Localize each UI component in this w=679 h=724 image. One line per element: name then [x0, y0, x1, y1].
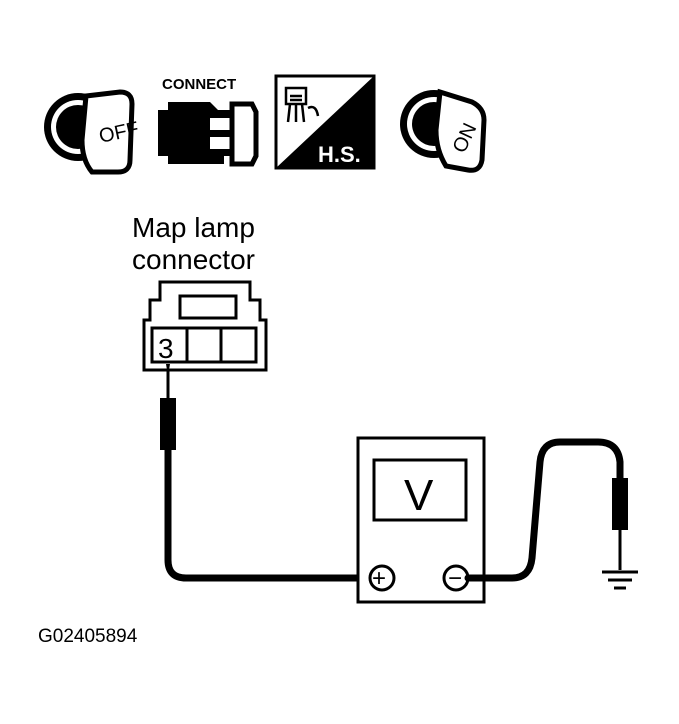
connect-label: CONNECT	[162, 76, 236, 93]
map-lamp-connector: 3	[142, 280, 268, 372]
voltmeter: V + −	[356, 436, 486, 604]
ground-symbol	[602, 570, 638, 590]
positive-probe-lead	[160, 364, 366, 582]
connector-label-line2: connector	[132, 244, 255, 275]
hs-label: H.S.	[318, 142, 361, 167]
meter-display-label: V	[404, 471, 434, 520]
ignition-off-icon: OFF	[44, 89, 141, 175]
terminal-3-label: 3	[158, 333, 174, 364]
harness-sign-icon: H.S.	[274, 74, 376, 170]
negative-terminal-symbol: −	[448, 565, 462, 592]
positive-terminal-symbol: +	[372, 565, 386, 592]
connect-icon: CONNECT	[158, 76, 259, 167]
negative-probe-lead	[464, 438, 628, 582]
positive-terminal	[368, 564, 396, 592]
figure-id: G02405894	[38, 626, 138, 647]
connector-label-line1: Map lamp	[132, 212, 255, 243]
ignition-on-icon: ON	[400, 88, 487, 173]
